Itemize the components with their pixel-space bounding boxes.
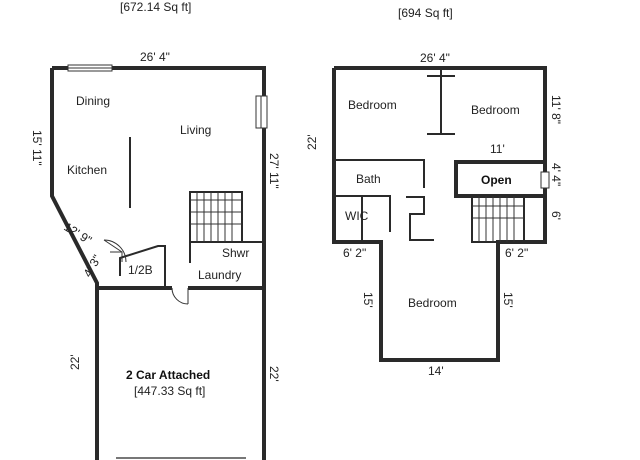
shower-wall	[189, 241, 264, 263]
closet-divider	[427, 68, 455, 135]
dim-second-right-mid: 4' 4"	[549, 163, 563, 186]
second-floor-outer-wall	[332, 66, 547, 362]
dim-second-step-right: 6' 2"	[505, 246, 528, 260]
dim-second-left: 22'	[305, 134, 319, 150]
dim-second-top: 26' 4"	[420, 51, 450, 65]
first-floor-area-label: [672.14 Sq ft]	[120, 0, 191, 14]
dim-garage-right: 22'	[267, 366, 281, 382]
garage-door-swing	[171, 287, 189, 305]
dim-second-step-left: 6' 2"	[343, 246, 366, 260]
dim-first-right: 27' 11"	[267, 153, 281, 189]
room-bedroom-1: Bedroom	[348, 98, 397, 112]
first-floor-stairs	[189, 191, 243, 243]
dim-first-left: 15' 11"	[30, 130, 44, 166]
dim-second-right-low: 6'	[549, 211, 563, 220]
dim-second-right-top: 11' 8"	[549, 95, 563, 124]
room-living: Living	[180, 123, 211, 137]
room-wic: WIC	[345, 209, 369, 223]
dim-second-bottom: 14'	[428, 364, 444, 378]
half-bath-wall	[119, 245, 166, 288]
room-bedroom-3: Bedroom	[408, 296, 457, 310]
dim-first-top: 26' 4"	[140, 50, 170, 64]
second-floor-plan: [694 Sq ft]	[305, 6, 563, 378]
first-floor-outer-wall	[50, 66, 266, 288]
first-floor-plan: [672.14 Sq ft]	[30, 0, 281, 460]
dim-garage-left: 22'	[68, 354, 82, 370]
room-open: Open	[481, 173, 512, 187]
room-dining: Dining	[76, 94, 110, 108]
room-bath: Bath	[356, 172, 381, 186]
bath-wall	[334, 159, 425, 232]
dim-second-hall: 11'	[490, 142, 505, 156]
room-bedroom-2: Bedroom	[471, 103, 520, 117]
second-floor-stairs	[471, 195, 525, 243]
second-floor-area-label: [694 Sq ft]	[398, 6, 453, 20]
garage-title: 2 Car Attached	[126, 368, 210, 382]
room-laundry: Laundry	[198, 268, 241, 282]
window-open	[540, 171, 550, 189]
half-bath-door-swing	[103, 239, 127, 263]
garage-area: [447.33 Sq ft]	[134, 384, 205, 398]
room-half-bath: 1/2B	[128, 263, 153, 277]
dim-second-bed-left: 15'	[361, 292, 375, 308]
room-shower: Shwr	[222, 246, 249, 260]
dim-second-bed-right: 15'	[501, 292, 515, 308]
room-kitchen: Kitchen	[67, 163, 107, 177]
hall-closet	[406, 196, 434, 241]
garage-wall	[95, 286, 266, 460]
